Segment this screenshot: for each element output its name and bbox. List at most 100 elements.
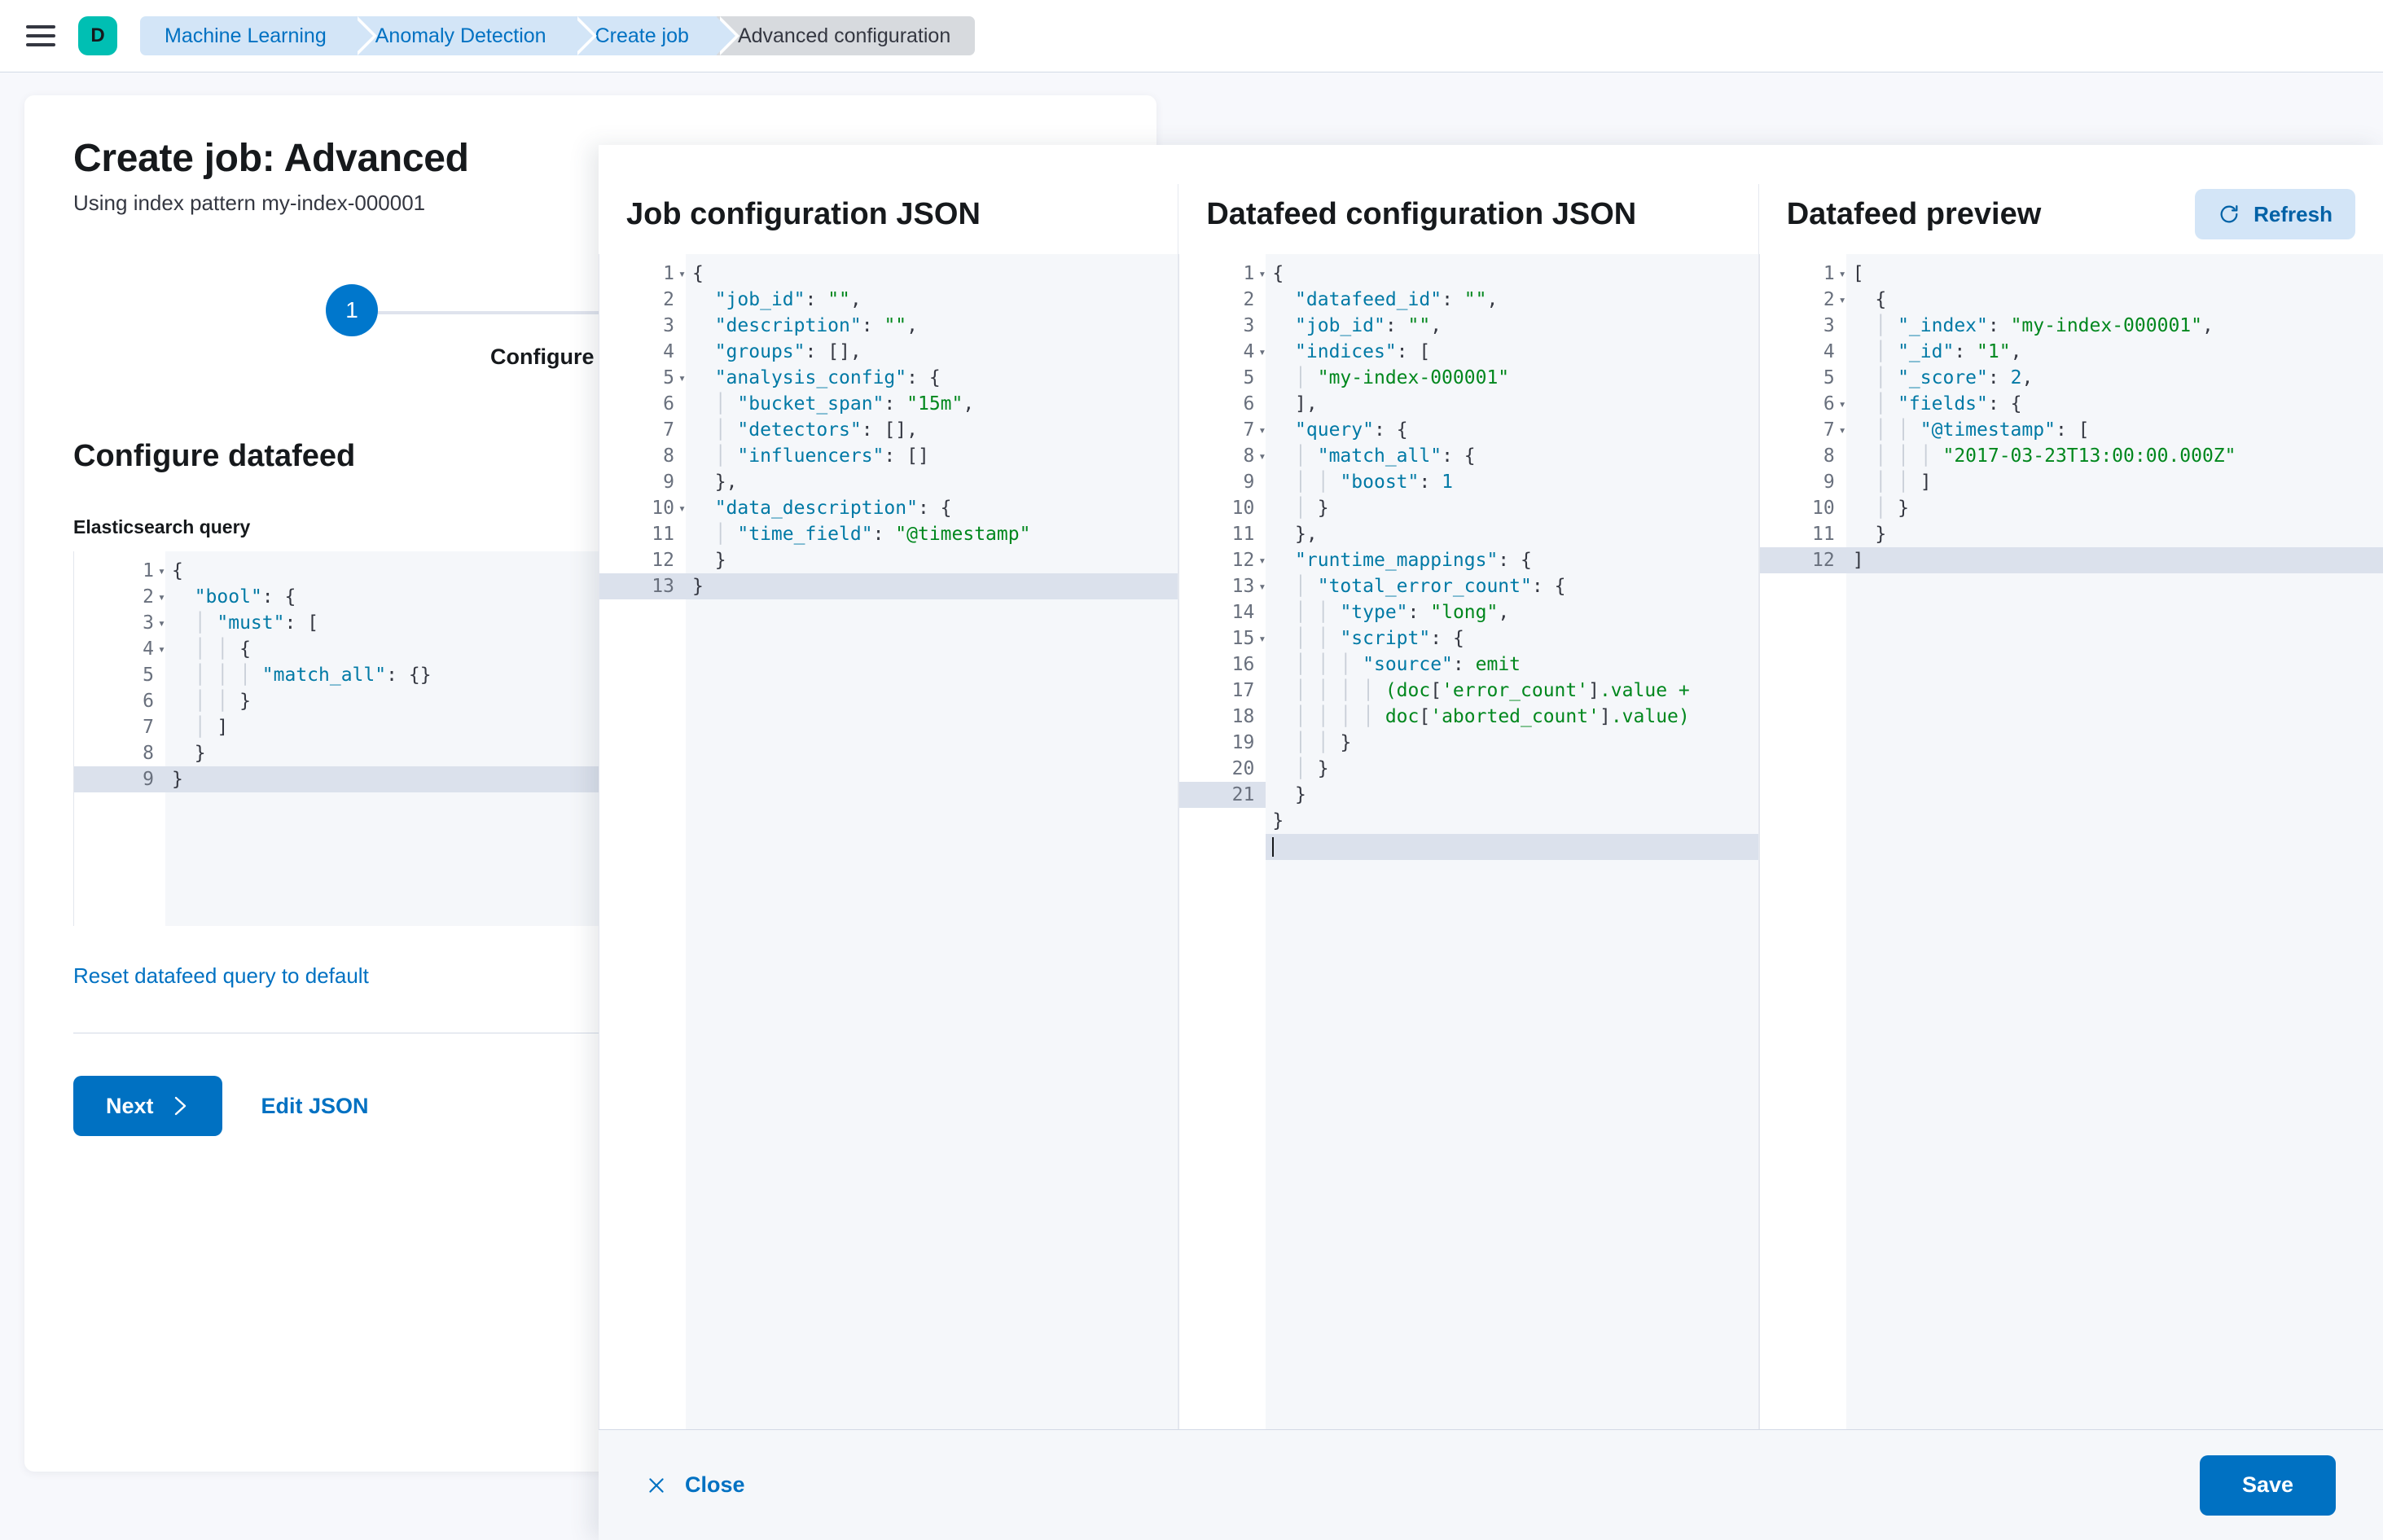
code-line[interactable]: "indices": [	[1295, 341, 1431, 362]
fold-arrow-icon: ▾	[157, 642, 165, 656]
code-line[interactable]: │ "total_error_count": {	[1272, 576, 1566, 597]
code-line[interactable]: },	[1295, 524, 1318, 545]
line-number: 16	[1231, 654, 1255, 675]
code-line[interactable]: │ │ │ "2017-03-23T13:00:00.000Z"	[1852, 445, 2236, 467]
fold-arrow-icon: ▾	[1258, 423, 1266, 437]
code-line[interactable]: │ │ {	[172, 638, 251, 660]
code-line[interactable]: │ │ │ "match_all": {}	[172, 665, 432, 686]
code-line[interactable]: │ }	[1272, 758, 1329, 779]
code-line[interactable]: │ "must": [	[172, 612, 319, 634]
fold-arrow-icon: ▾	[157, 564, 165, 578]
line-number: 2	[663, 289, 674, 310]
line-number: 11	[652, 524, 674, 545]
line-number: 11	[1231, 524, 1255, 545]
line-number: 19	[1231, 732, 1255, 753]
code-line[interactable]: "description": "",	[714, 315, 918, 336]
editor-code[interactable]: { "datafeed_id": "", "job_id": "", "indi…	[1266, 254, 1758, 1429]
fold-arrow-icon: ▾	[1838, 292, 1846, 307]
line-number: 10▾	[599, 495, 686, 521]
line-number: 1▾	[1179, 261, 1266, 287]
panel-datafeed-preview-title: Datafeed preview	[1786, 196, 2042, 231]
edit-json-button[interactable]: Edit JSON	[261, 1093, 369, 1118]
code-line[interactable]: "data_description": {	[714, 498, 952, 519]
breadcrumb-item-machine-learning[interactable]: Machine Learning	[140, 16, 377, 55]
line-number: 11	[1811, 524, 1835, 545]
code-line[interactable]: │ "match_all": {	[1272, 445, 1476, 467]
code-line[interactable]: │ │ ]	[1852, 472, 1932, 493]
code-line[interactable]: │ }	[1852, 498, 1909, 519]
code-line[interactable]: [	[1852, 263, 1864, 284]
code-line[interactable]: }	[686, 573, 1178, 599]
line-number: 7	[143, 717, 154, 738]
line-number: 7▾	[1760, 417, 1846, 443]
code-line[interactable]: }	[1295, 784, 1306, 805]
line-number: 12▾	[1179, 547, 1266, 573]
code-line[interactable]: │ │ │ "source": emit │ │ │ │ (doc['error…	[1272, 654, 1690, 727]
line-number: 1▾	[74, 558, 165, 584]
code-line[interactable]: │ "_id": "1",	[1852, 341, 2022, 362]
code-line[interactable]: "groups": [],	[714, 341, 862, 362]
code-line[interactable]	[1266, 834, 1758, 860]
panel-datafeed-preview-head: Datafeed preview Refresh	[1759, 184, 2383, 244]
line-number: 8	[143, 743, 154, 764]
code-line[interactable]: │ "detectors": [],	[692, 419, 919, 441]
line-number: 4	[1823, 341, 1835, 362]
code-line[interactable]: │ │ "boost": 1	[1272, 472, 1453, 493]
code-line[interactable]: │ "fields": {	[1852, 393, 2022, 415]
hamburger-icon[interactable]	[26, 23, 59, 49]
code-line[interactable]: },	[714, 472, 738, 493]
code-line[interactable]: "job_id": "",	[714, 289, 862, 310]
line-number: 6	[663, 393, 674, 415]
close-button[interactable]: Close	[646, 1472, 745, 1498]
breadcrumb-item-create-job[interactable]: Create job	[573, 16, 740, 55]
code-line[interactable]: │ │ "type": "long",	[1272, 602, 1510, 623]
code-line[interactable]: {	[1272, 263, 1284, 284]
code-line[interactable]: {	[172, 560, 183, 581]
code-line[interactable]: │ "_score": 2,	[1852, 367, 2034, 388]
code-line[interactable]: "datafeed_id": "",	[1295, 289, 1499, 310]
code-line[interactable]: }	[194, 743, 206, 764]
code-line[interactable]: {	[692, 263, 704, 284]
code-line[interactable]: ],	[1295, 393, 1318, 415]
code-line[interactable]: {	[1875, 289, 1887, 310]
breadcrumb-item-advanced-configuration[interactable]: Advanced configuration	[716, 16, 976, 55]
code-line[interactable]: }	[1875, 524, 1887, 545]
refresh-button[interactable]: Refresh	[2195, 189, 2355, 239]
breadcrumb-item-anomaly-detection[interactable]: Anomaly Detection	[353, 16, 597, 55]
space-avatar[interactable]: D	[78, 16, 117, 55]
line-number: 9	[663, 472, 674, 493]
code-line[interactable]: │ "my-index-000001"	[1272, 367, 1510, 388]
code-line[interactable]: "query": {	[1295, 419, 1408, 441]
code-line[interactable]: "bool": {	[194, 586, 296, 608]
save-button[interactable]: Save	[2199, 1454, 2336, 1516]
code-line[interactable]: "runtime_mappings": {	[1295, 550, 1532, 571]
stepper-step-1[interactable]: 1	[326, 284, 378, 336]
code-line[interactable]: │ │ "script": {	[1272, 628, 1464, 649]
code-line[interactable]: │ "influencers": []	[692, 445, 929, 467]
code-line[interactable]: }	[1272, 810, 1284, 831]
reset-datafeed-query-link[interactable]: Reset datafeed query to default	[73, 963, 369, 988]
code-line[interactable]: │ ]	[172, 717, 229, 738]
fold-arrow-icon: ▾	[157, 590, 165, 604]
code-line[interactable]: "job_id": "",	[1295, 315, 1442, 336]
code-line[interactable]: │ "bucket_span": "15m",	[692, 393, 975, 415]
code-line[interactable]: │ │ }	[1272, 732, 1352, 753]
code-line[interactable]: │ "time_field": "@timestamp"	[692, 524, 1031, 545]
fold-arrow-icon: ▾	[1258, 266, 1266, 281]
code-line[interactable]: │ │ "@timestamp": [	[1852, 419, 2090, 441]
code-line[interactable]: │ }	[1272, 498, 1329, 519]
line-number: 8	[663, 445, 674, 467]
code-line[interactable]: │ │ }	[172, 691, 251, 712]
code-line[interactable]: │ "_index": "my-index-000001",	[1852, 315, 2214, 336]
next-button[interactable]: Next	[73, 1076, 222, 1136]
code-line[interactable]: "analysis_config": {	[714, 367, 941, 388]
line-number: 7	[663, 419, 674, 441]
code-line[interactable]: ]	[1845, 547, 2383, 573]
code-line[interactable]: }	[714, 550, 726, 571]
editor-code[interactable]: [ { │ "_index": "my-index-000001", │ "_i…	[1845, 254, 2383, 1429]
editor-code[interactable]: { "job_id": "", "description": "", "grou…	[686, 254, 1178, 1429]
